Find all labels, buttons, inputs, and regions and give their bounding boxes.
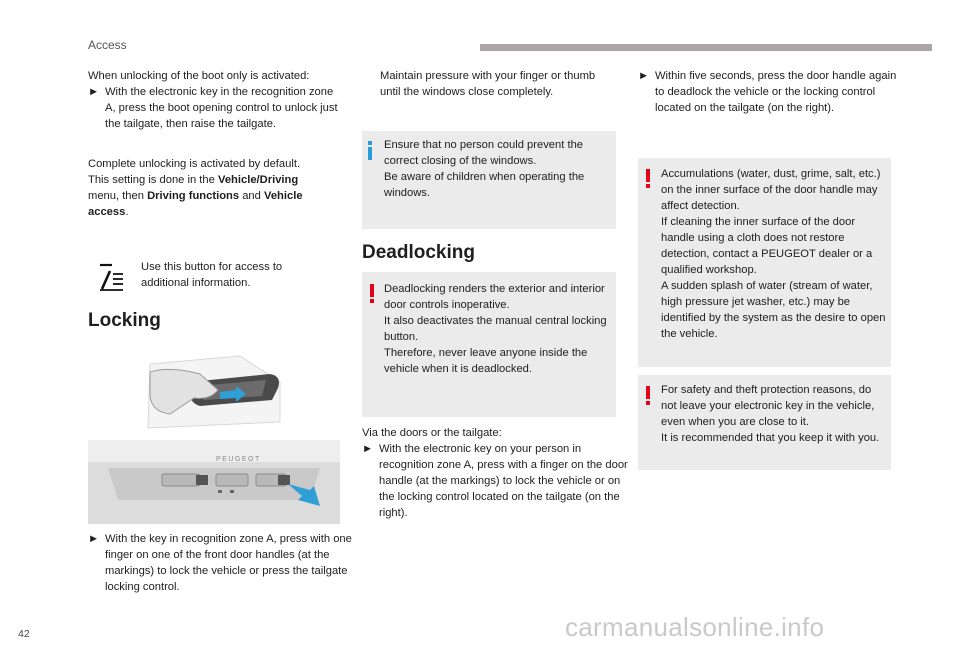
door-handle-illustration	[130, 352, 290, 432]
intro-text: When unlocking of the boot only is activ…	[88, 70, 310, 82]
tailgate-illustration: PEUGEOT	[88, 440, 340, 524]
button-info-text: Use this button for access to additional…	[141, 261, 283, 289]
info-text: Ensure that no person could prevent the …	[384, 139, 585, 199]
locking-heading: Locking	[88, 310, 161, 331]
menu-then: menu, then	[88, 190, 148, 202]
deadlock-warning-text: Deadlocking renders the exterior and int…	[384, 283, 607, 375]
menu-vehicle-access: Vehicle access	[88, 190, 303, 218]
accumulations-warning-text: Accumulations (water, dust, grime, salt,…	[661, 168, 886, 340]
page-number: 42	[18, 628, 30, 640]
bullet-locking: ► With the key in recognition zone A, pre…	[88, 531, 360, 595]
complete-unlocking-text: Complete unlocking is activated by defau…	[88, 156, 340, 220]
bullet-text: With the electronic key in the recogniti…	[105, 86, 338, 130]
warning-box-accumulations: Accumulations (water, dust, grime, salt,…	[638, 158, 891, 367]
arrow-right-icon: ►	[88, 533, 100, 545]
bullet-boot-unlock: ► With the electronic key in the recognit…	[88, 84, 345, 132]
bullet-deadlock: ► With the electronic key on your person …	[362, 441, 634, 521]
bullet-within-five: ► Within five seconds, press the door han…	[638, 68, 908, 116]
bullet-text: With the electronic key on your person i…	[379, 443, 628, 519]
and-text: and	[239, 190, 264, 202]
arrow-right-icon: ►	[638, 70, 650, 82]
bullet-text: With the key in recognition zone A, pres…	[105, 533, 352, 593]
maintain-text: Maintain pressure with your finger or th…	[380, 70, 596, 98]
arrow-right-icon: ►	[88, 86, 100, 98]
info-box-windows: Ensure that no person could prevent the …	[362, 131, 616, 229]
complete-line1: Complete unlocking is activated by defau…	[88, 158, 301, 170]
arrow-right-icon: ►	[362, 443, 374, 455]
complete-line2: This setting is done in the	[88, 174, 218, 186]
period: .	[125, 206, 129, 218]
key-warning-text: For safety and theft protection reasons,…	[661, 384, 880, 444]
section-title: Access	[88, 38, 127, 52]
warning-box-key: For safety and theft protection reasons,…	[638, 375, 891, 470]
menu-vehicle-driving: Vehicle/Driving	[217, 174, 299, 186]
deadlocking-heading: Deadlocking	[362, 242, 475, 263]
peugeot-lettering: PEUGEOT	[216, 456, 261, 463]
bullet-text: Within five seconds, press the door hand…	[655, 70, 897, 114]
via-text: Via the doors or the tailgate:	[362, 427, 502, 439]
header-bar	[480, 44, 932, 51]
watermark: carmanualsonline.info	[565, 612, 825, 642]
menu-lines-icon	[98, 263, 126, 293]
menu-driving-functions: Driving functions	[147, 190, 240, 202]
warning-box-deadlocking: Deadlocking renders the exterior and int…	[362, 272, 616, 417]
